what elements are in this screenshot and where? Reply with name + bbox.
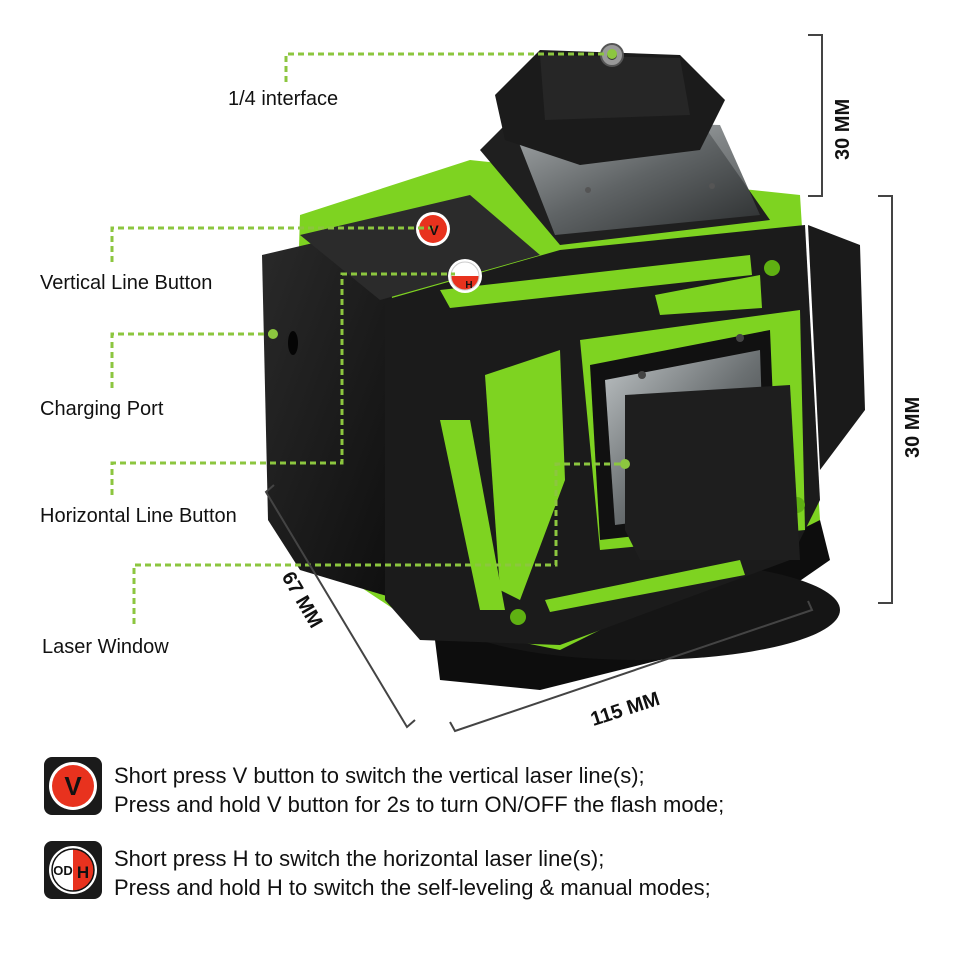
v-button-glyph: V <box>64 771 82 801</box>
h-instruction-line-2: Press and hold H to switch the self-leve… <box>114 875 711 900</box>
callout-lines <box>110 52 625 624</box>
charging-port <box>288 331 298 355</box>
h-button-icon: OD H <box>44 841 102 899</box>
green-dot-1 <box>764 260 780 276</box>
charging-port-label: Charging Port <box>40 398 164 420</box>
left-side <box>262 225 400 600</box>
h-button-h-glyph: H <box>77 863 89 882</box>
top-cap-face <box>540 55 690 120</box>
green-slot-5 <box>545 560 745 612</box>
top-panel <box>300 195 540 300</box>
callout-dots <box>268 49 630 469</box>
h-button-od-glyph: OD <box>53 863 73 878</box>
v-instruction-line-2: Press and hold V button for 2s to turn O… <box>114 792 725 817</box>
vertical-button-label: Vertical Line Button <box>40 272 213 294</box>
green-dot-2 <box>510 609 526 625</box>
horizontal-button-label: Horizontal Line Button <box>40 505 237 527</box>
dimension-lines <box>264 34 893 733</box>
v-button-icon: V <box>44 757 102 815</box>
v-instruction-line-1: Short press V button to switch the verti… <box>114 763 645 788</box>
body-height-dimension: 30 MM <box>902 396 924 458</box>
green-slot-2 <box>655 275 762 315</box>
h-instruction-line-1: Short press H to switch the horizontal l… <box>114 846 605 871</box>
quarter-interface-label: 1/4 interface <box>228 88 339 110</box>
right-side <box>808 225 865 470</box>
h-button-on-device <box>448 259 482 293</box>
green-slot-4 <box>440 420 505 610</box>
laser-window-label: Laser Window <box>42 636 169 658</box>
front-window-cap <box>625 385 800 560</box>
green-slot-3 <box>485 350 565 600</box>
top-height-dimension: 30 MM <box>832 98 854 160</box>
green-slot-1 <box>440 255 752 308</box>
